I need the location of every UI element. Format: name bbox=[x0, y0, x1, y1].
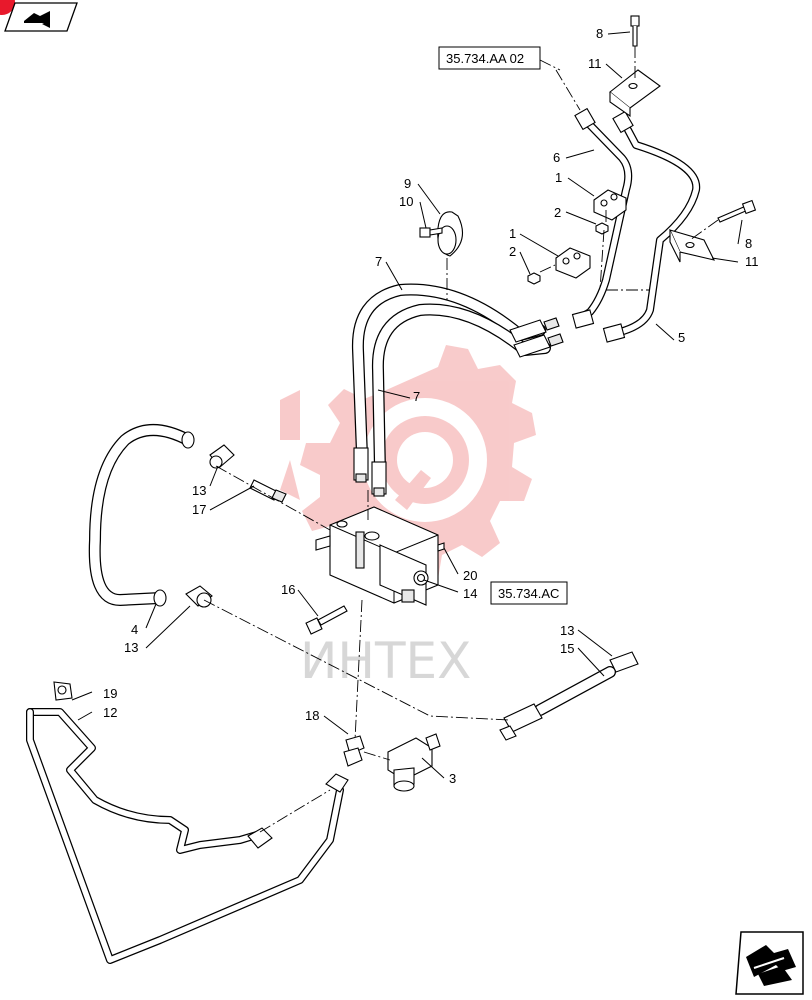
fitting-17 bbox=[249, 479, 287, 503]
document-arrow-icon[interactable] bbox=[0, 0, 78, 32]
clamp-13-upper bbox=[209, 444, 235, 469]
nut-2-upper bbox=[595, 222, 609, 235]
callout-7-lower: 7 bbox=[413, 389, 420, 404]
bolt-8-top bbox=[630, 15, 640, 80]
callout-5: 5 bbox=[678, 330, 685, 345]
callout-8-right: 8 bbox=[745, 236, 752, 251]
callout-leaders bbox=[71, 31, 743, 779]
center-lines bbox=[203, 69, 650, 833]
callout-20: 20 bbox=[463, 568, 477, 583]
clamp-11-top bbox=[609, 69, 661, 118]
callout-14: 14 bbox=[463, 586, 477, 601]
watermark-text: ИНТЕХ bbox=[300, 632, 471, 690]
callout-numbers: 8 11 6 1 2 9 10 7 1 2 8 11 5 7 13 17 20 … bbox=[103, 26, 759, 786]
callout-6: 6 bbox=[553, 150, 560, 165]
ref-box-aa02[interactable]: 35.734.AA 02 bbox=[438, 46, 561, 71]
callout-11-right: 11 bbox=[745, 254, 759, 269]
pipe-12 bbox=[26, 708, 349, 964]
callout-11-top: 11 bbox=[588, 56, 602, 71]
clamp-9 bbox=[437, 211, 464, 257]
callout-7-upper: 7 bbox=[375, 254, 382, 269]
callout-9: 9 bbox=[404, 176, 411, 191]
callout-13-upper: 13 bbox=[192, 483, 206, 498]
nut-2-lower bbox=[527, 272, 541, 285]
clamp-block-1-upper bbox=[593, 189, 627, 221]
callout-16: 16 bbox=[281, 582, 295, 597]
callout-1-lower: 1 bbox=[509, 226, 516, 241]
bolt-8-right bbox=[689, 199, 757, 241]
callout-8-top: 8 bbox=[596, 26, 603, 41]
clamp-13-lower bbox=[185, 585, 213, 608]
tee-fitting-3 bbox=[387, 733, 441, 792]
callout-17: 17 bbox=[192, 502, 206, 517]
callout-2-lower: 2 bbox=[509, 244, 516, 259]
callout-3: 3 bbox=[449, 771, 456, 786]
hoses-7 bbox=[351, 283, 564, 497]
clamp-block-1-lower bbox=[555, 247, 591, 279]
ref-box-ac[interactable]: 35.734.AC bbox=[490, 581, 568, 605]
hose-4 bbox=[88, 424, 195, 607]
clamp-11-right bbox=[669, 229, 716, 263]
callout-4: 4 bbox=[131, 622, 138, 637]
valve-block-14 bbox=[315, 506, 445, 606]
svg-text:35.734.AA 02: 35.734.AA 02 bbox=[446, 51, 524, 66]
bolt-16 bbox=[305, 605, 348, 635]
callout-15: 15 bbox=[560, 641, 574, 656]
callout-19: 19 bbox=[103, 686, 117, 701]
fitting-18 bbox=[343, 735, 365, 767]
bracket-19 bbox=[53, 681, 73, 701]
bolt-10 bbox=[419, 227, 443, 238]
callout-2-upper: 2 bbox=[554, 205, 561, 220]
svg-text:35.734.AC: 35.734.AC bbox=[498, 586, 559, 601]
callout-12: 12 bbox=[103, 705, 117, 720]
next-page-arrow-icon[interactable] bbox=[735, 931, 804, 995]
callout-13-right: 13 bbox=[560, 623, 574, 638]
hydraulic-lines-5-6 bbox=[571, 107, 701, 343]
hose-15 bbox=[499, 651, 639, 741]
callout-18: 18 bbox=[305, 708, 319, 723]
callout-13-lower: 13 bbox=[124, 640, 138, 655]
callout-10: 10 bbox=[399, 194, 413, 209]
callout-1-upper: 1 bbox=[555, 170, 562, 185]
